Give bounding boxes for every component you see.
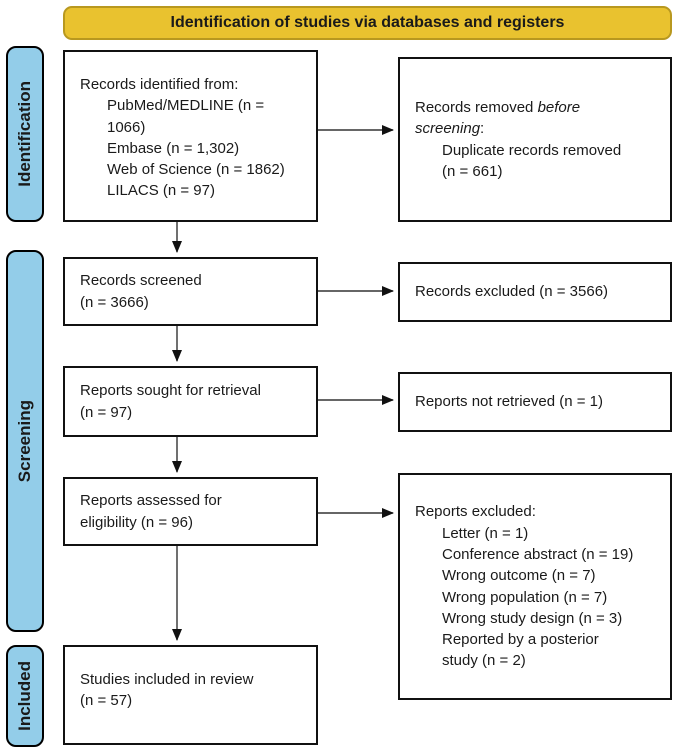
stage-label-identification-text: Identification <box>15 81 34 187</box>
box-reports-sought: Reports sought for retrieval (n = 97) <box>63 366 318 437</box>
list-item: Duplicate records removed (n = 661) <box>442 141 622 180</box>
stage-label-included: Included <box>6 645 44 747</box>
box-records-screened: Records screened (n = 3666) <box>63 257 318 326</box>
records-screened-text: Records screened (n = 3666) <box>80 272 202 311</box>
records-removed-reasons: Duplicate records removed (n = 661) <box>415 140 660 183</box>
box-records-removed: Records removed before screening: Duplic… <box>398 57 672 222</box>
list-item: Wrong population (n = 7) <box>442 588 608 606</box>
box-records-identified: Records identified from: PubMed/MEDLINE … <box>63 50 318 222</box>
box-records-excluded: Records excluded (n = 3566) <box>398 262 672 322</box>
records-identified-title: Records identified from: <box>80 76 239 93</box>
list-item: LILACS (n = 97) <box>107 182 215 200</box>
records-removed-title-tail: : <box>480 120 485 138</box>
list-item: Wrong study design (n = 3) <box>442 609 623 627</box>
box-reports-excluded: Reports excluded: Letter (n = 1) Conferen… <box>398 473 672 700</box>
stage-label-identification: Identification <box>6 46 44 222</box>
box-studies-included: Studies included in review (n = 57) <box>63 645 318 745</box>
records-identified-sources: PubMed/MEDLINE (n = 1066) Embase (n = 1,3… <box>80 95 306 201</box>
list-item: Embase (n = 1,302) <box>107 139 240 157</box>
stage-label-screening-text: Screening <box>15 399 34 483</box>
banner-title: Identification of studies via databases … <box>63 6 672 40</box>
list-item: Letter (n = 1) <box>442 524 529 542</box>
reports-excluded-title: Reports excluded: <box>415 503 536 521</box>
reports-sought-text: Reports sought for retrieval (n = 97) <box>80 382 261 421</box>
stage-label-included-text: Included <box>15 661 34 731</box>
records-removed-title: Records removed before screening: <box>415 97 660 140</box>
list-item: Web of Science (n = 1862) <box>107 161 285 179</box>
list-item: Conference abstract (n = 19) <box>442 545 634 563</box>
list-item: PubMed/MEDLINE (n = 1066) <box>107 97 265 136</box>
box-reports-not-retrieved: Reports not retrieved (n = 1) <box>398 372 672 432</box>
studies-included-text: Studies included in review (n = 57) <box>80 670 254 709</box>
list-item: Reported by a posterior study (n = 2) <box>442 631 599 670</box>
reports-assessed-text: Reports assessed for eligibility (n = 96… <box>80 492 222 531</box>
list-item: Wrong outcome (n = 7) <box>442 567 596 585</box>
reports-not-retrieved-text: Reports not retrieved (n = 1) <box>415 393 604 411</box>
records-removed-title-italic-2: screening <box>415 120 481 138</box>
records-removed-title-lead: Records removed <box>415 98 538 116</box>
records-removed-title-italic-1: before <box>537 98 581 116</box>
box-reports-assessed: Reports assessed for eligibility (n = 96… <box>63 477 318 546</box>
reports-excluded-reasons: Letter (n = 1) Conference abstract (n = 1… <box>415 523 662 672</box>
records-excluded-text: Records excluded (n = 3566) <box>415 283 609 301</box>
stage-label-screening: Screening <box>6 250 44 632</box>
